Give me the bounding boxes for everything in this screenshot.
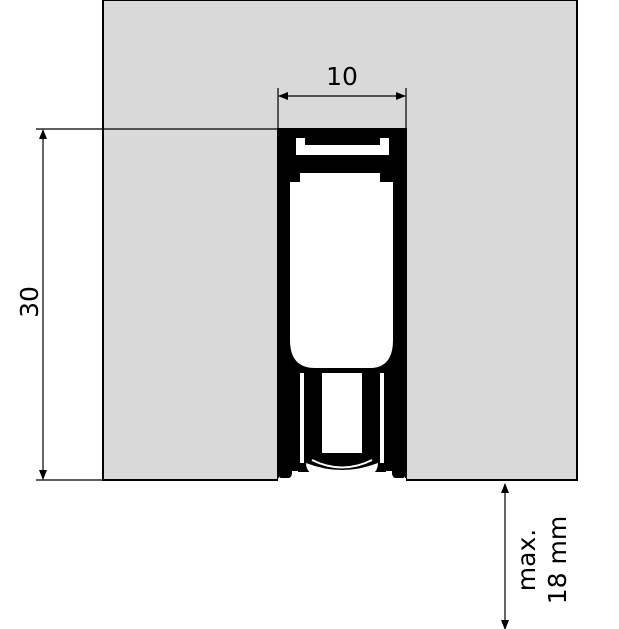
height-dimension: 30 — [15, 128, 278, 481]
seal-profile — [278, 129, 406, 481]
width-label: 10 — [326, 62, 358, 91]
gap-label-line1: max. — [512, 529, 541, 591]
width-dimension: 10 — [277, 62, 407, 129]
gap-dimension: max. 18 mm — [501, 483, 572, 629]
gap-label-line2: 18 mm — [543, 516, 572, 604]
height-label: 30 — [15, 286, 44, 318]
